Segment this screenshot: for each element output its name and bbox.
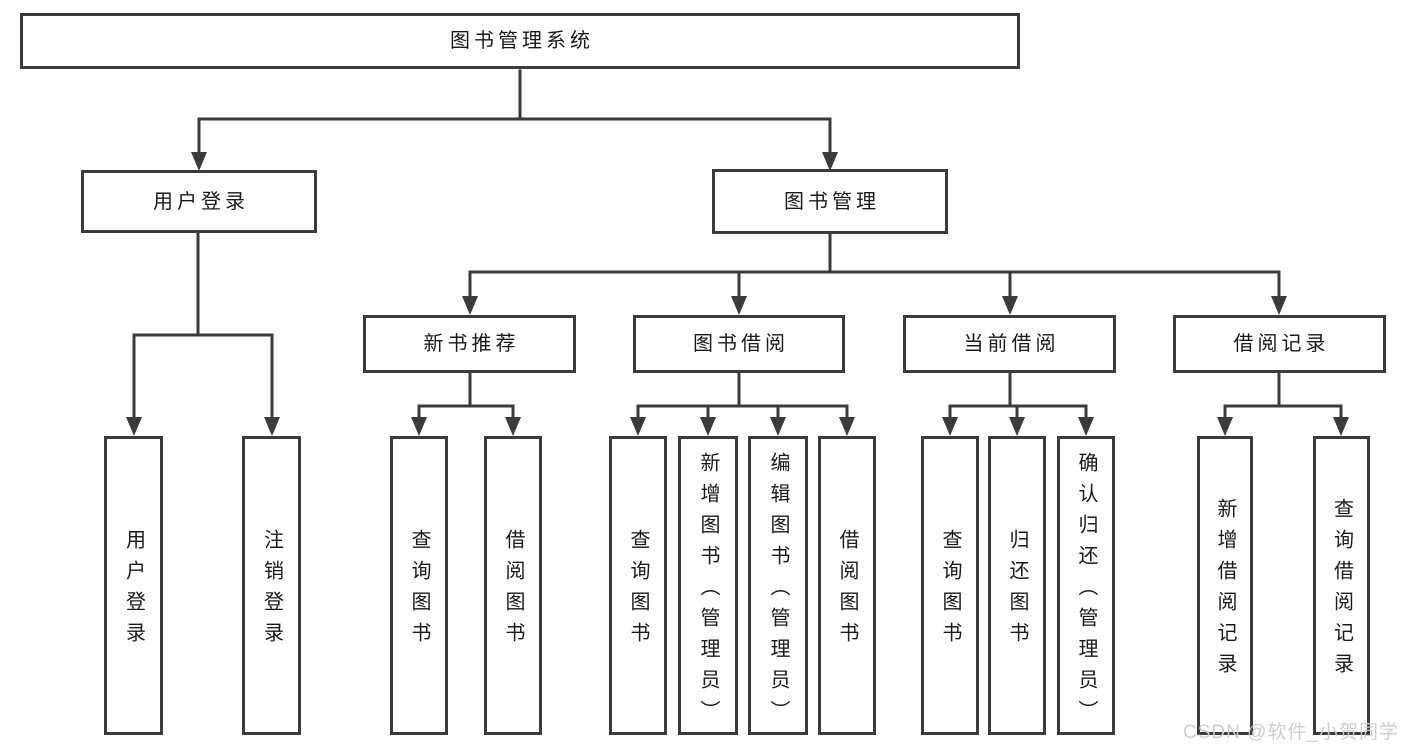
node-label: 借阅记录 (1233, 333, 1330, 355)
node-book-borrowing: 图书借阅 (633, 315, 845, 373)
leaf-logout: 注销登录 (242, 436, 301, 735)
node-library-management-system: 图书管理系统 (20, 13, 1020, 69)
leaf-borrowing-query-books: 查询图书 (609, 436, 667, 735)
leaf-label: 借阅图书 (836, 529, 858, 653)
node-borrow-records: 借阅记录 (1173, 315, 1386, 373)
leaf-label: 新增借阅记录 (1214, 498, 1236, 684)
leaf-borrowing-add-books-admin: 新增图书（管理员） (678, 436, 738, 735)
leaf-borrowing-borrow-books: 借阅图书 (818, 436, 876, 735)
leaf-label: 查询借阅记录 (1330, 498, 1353, 684)
csdn-watermark: CSDN @软件_小贺同学 (1183, 722, 1399, 743)
leaf-records-add-borrow-record: 新增借阅记录 (1197, 436, 1253, 735)
leaf-borrowing-edit-books-admin: 编辑图书（管理员） (748, 436, 808, 735)
leaf-label: 用户登录 (122, 529, 145, 653)
leaf-current-query-books: 查询图书 (921, 436, 979, 735)
leaf-label: 归还图书 (1006, 529, 1028, 653)
arrowheads (126, 152, 1349, 436)
leaf-current-return-books: 归还图书 (988, 436, 1046, 735)
node-new-book-recommend: 新书推荐 (363, 315, 576, 373)
node-current-borrowing: 当前借阅 (903, 315, 1116, 373)
node-book-management: 图书管理 (712, 169, 948, 234)
node-label: 图书管理系统 (450, 30, 594, 52)
leaf-label: 查询图书 (939, 529, 961, 653)
leaf-recommend-borrow-books: 借阅图书 (484, 436, 542, 735)
node-label: 图书借阅 (693, 333, 789, 355)
leaf-recommend-query-books: 查询图书 (390, 436, 448, 735)
leaf-label: 查询图书 (408, 529, 430, 653)
leaf-user-login: 用户登录 (104, 436, 163, 735)
node-label: 新书推荐 (423, 333, 520, 355)
leaf-label: 编辑图书（管理员） (767, 451, 789, 731)
leaf-label: 借阅图书 (502, 529, 524, 653)
leaf-label: 确认归还（管理员） (1075, 451, 1097, 731)
node-label: 用户登录 (153, 190, 249, 213)
leaf-label: 查询图书 (627, 529, 649, 653)
leaf-label: 注销登录 (260, 529, 283, 653)
leaf-records-query-borrow-record: 查询借阅记录 (1313, 436, 1370, 735)
leaf-label: 新增图书（管理员） (697, 451, 719, 731)
leaf-current-confirm-return-admin: 确认归还（管理员） (1057, 436, 1115, 735)
node-user-login: 用户登录 (81, 170, 317, 233)
node-label: 当前借阅 (963, 333, 1060, 355)
node-label: 图书管理 (784, 190, 880, 213)
